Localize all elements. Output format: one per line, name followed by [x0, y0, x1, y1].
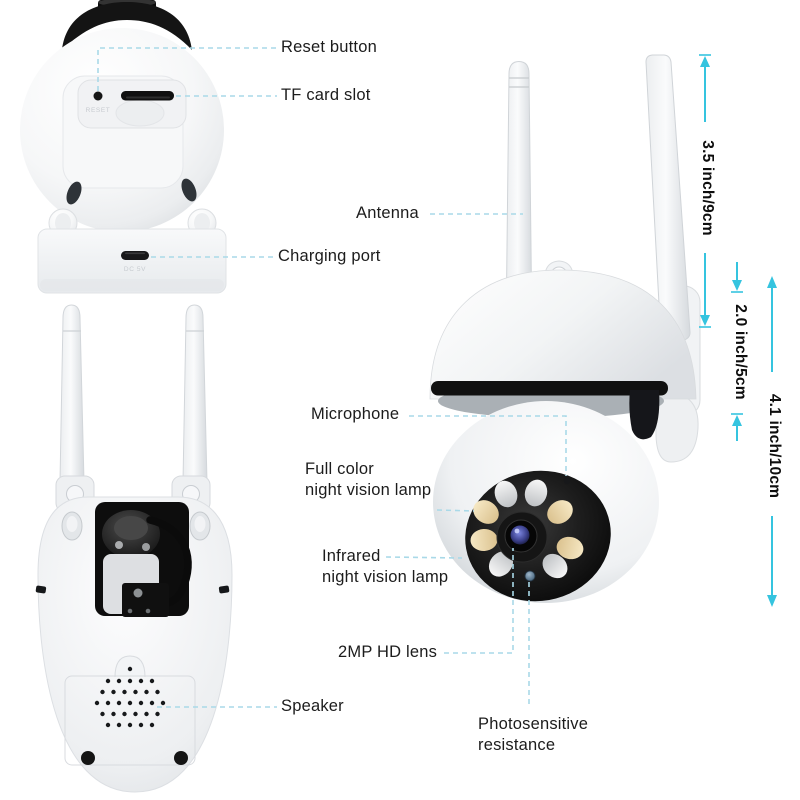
charging-port-part[interactable] — [121, 251, 149, 260]
antenna-left — [505, 60, 533, 335]
dimension-antenna-height — [699, 54, 711, 328]
infrared-led — [494, 480, 518, 508]
dim-antenna-height: 3.5 inch/9cm — [699, 140, 716, 236]
camera-back-view — [35, 304, 233, 793]
bottom-screw — [174, 751, 188, 765]
label-antenna: Antenna — [356, 204, 419, 222]
label-full-color-night-vision-lamp: Full color night vision lamp — [305, 459, 431, 501]
power-marking: DC 5V — [124, 266, 146, 273]
full-color-led — [556, 536, 584, 560]
infrared-led — [488, 551, 514, 577]
label-2mp-hd-lens: 2MP HD lens — [338, 643, 438, 661]
leader-infrared — [385, 556, 463, 559]
microphone-hole — [563, 477, 571, 485]
reset-button-part[interactable] — [93, 91, 103, 101]
reset-marking: RESET — [86, 107, 111, 114]
label-line: Full color — [305, 460, 374, 478]
battery-cover — [64, 675, 196, 766]
label-charging-port: Charging port — [278, 247, 381, 265]
infrared-led — [524, 479, 548, 507]
side-cutout — [629, 390, 660, 440]
label-photosensitive-resistance: Photosensitive resistance — [478, 714, 588, 756]
camera-base — [37, 228, 227, 294]
antenna-back-right — [182, 304, 208, 483]
cover-tab — [114, 655, 146, 678]
foot-slot — [181, 178, 197, 202]
label-speaker: Speaker — [281, 697, 344, 715]
dim-bracket-height: 2.0 inch/5cm — [732, 304, 749, 400]
full-color-led — [473, 500, 499, 524]
antenna-back-left — [59, 304, 85, 483]
label-tf-card-slot: TF card slot — [281, 86, 371, 104]
lens-part — [510, 525, 530, 545]
label-line: resistance — [478, 736, 556, 754]
label-microphone: Microphone — [311, 405, 400, 423]
tf-card-slot-part[interactable] — [121, 91, 174, 101]
leader-lines — [97, 47, 567, 708]
leader-full-color — [436, 509, 475, 512]
camera-bottom-view: RESET DC 5V — [20, 0, 227, 294]
foot-slot — [66, 181, 82, 205]
infrared-led — [542, 553, 568, 579]
camera-top-cap — [62, 2, 192, 50]
label-reset-button: Reset button — [281, 38, 377, 56]
label-line: Photosensitive — [478, 715, 589, 733]
full-color-led — [470, 528, 498, 552]
connector-block — [122, 583, 169, 617]
led-ring — [470, 479, 584, 579]
dimension-bracket-height — [731, 262, 743, 441]
dim-head-height: 4.1 inch/10cm — [766, 393, 783, 499]
camera-front-view — [429, 54, 701, 603]
leader-reset — [97, 47, 277, 91]
leader-lens — [444, 548, 514, 654]
speaker-grille — [94, 666, 166, 728]
mount-bracket-lower — [655, 391, 699, 463]
dimension-arrows — [699, 54, 777, 607]
leader-microphone — [409, 415, 567, 476]
label-line: night vision lamp — [305, 481, 432, 499]
label-line: night vision lamp — [322, 568, 449, 586]
photoresistor — [524, 570, 536, 582]
full-color-led — [547, 500, 573, 524]
dome-shell — [429, 269, 697, 400]
bottom-screw — [81, 751, 95, 765]
status-stripe — [431, 381, 668, 396]
dimension-head-height — [767, 276, 777, 607]
label-line: Infrared — [322, 547, 381, 565]
label-infrared-night-vision-lamp: Infrared night vision lamp — [322, 546, 448, 588]
